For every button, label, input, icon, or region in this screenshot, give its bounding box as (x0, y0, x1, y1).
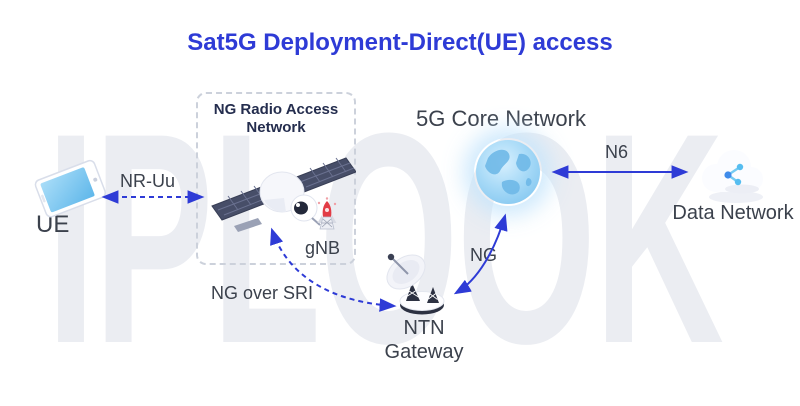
satellite-icon (211, 157, 356, 232)
globe-icon (476, 140, 540, 204)
ntn-gateway-label: NTN Gateway (384, 317, 464, 364)
data-network-label: Data Network (672, 202, 794, 224)
link-label-ng: NG (470, 245, 497, 265)
link-label-n6: N6 (605, 142, 629, 162)
globe-glow (474, 138, 542, 206)
core-label: 5G Core Network (416, 106, 586, 131)
cloud-icon (702, 150, 763, 203)
ran-title: NG Radio Access Network (213, 101, 339, 136)
page-title: Sat5G Deployment-Direct(UE) access (187, 29, 613, 56)
link-label-ng-over-sri: NG over SRI (211, 283, 314, 303)
rocket-icon (317, 197, 337, 230)
link-label-nr-uu: NR-Uu (120, 171, 176, 191)
satellite-dish-icon (386, 253, 445, 315)
smartphone-icon (34, 159, 107, 218)
